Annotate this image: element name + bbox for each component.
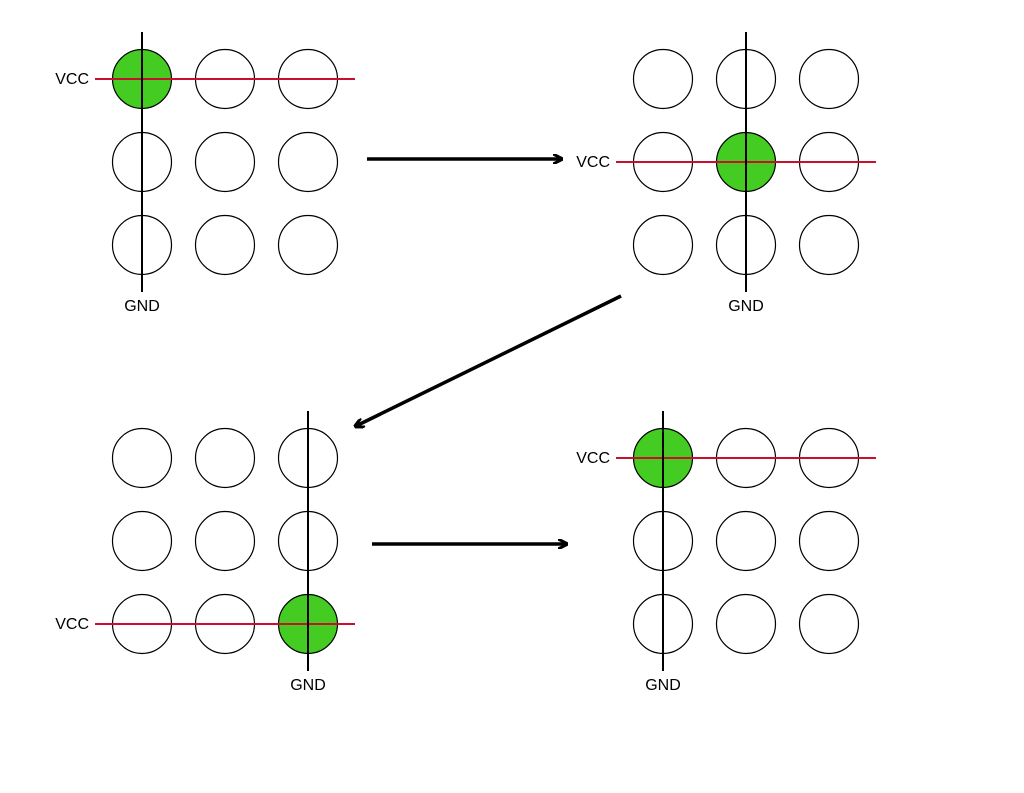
led-off <box>632 48 694 110</box>
led-off <box>798 48 860 110</box>
vcc-label: VCC <box>55 616 89 633</box>
gnd-label: GND <box>728 298 764 315</box>
led-off <box>277 131 339 193</box>
led-off <box>111 510 173 572</box>
vcc-label: VCC <box>576 154 610 171</box>
led-off <box>715 510 777 572</box>
panel-2: VCC GND <box>576 32 876 315</box>
led-off <box>194 510 256 572</box>
gnd-label: GND <box>290 677 326 694</box>
led-off <box>798 510 860 572</box>
led-off <box>798 593 860 655</box>
vcc-label: VCC <box>576 450 610 467</box>
led-off <box>715 593 777 655</box>
gnd-label: GND <box>645 677 681 694</box>
panel-1: VCC GND <box>55 32 355 315</box>
panel-3: VCC GND <box>55 411 355 694</box>
led-off <box>194 131 256 193</box>
gnd-label: GND <box>124 298 160 315</box>
panel-4: VCC GND <box>576 411 876 694</box>
led-off <box>194 214 256 276</box>
led-off <box>277 214 339 276</box>
sequence-arrow-panel-2-to-panel-3 <box>356 294 622 426</box>
panels-layer: VCC GND VCC GND VCC GND VCC GND <box>55 32 876 694</box>
led-off <box>632 214 694 276</box>
led-off <box>194 427 256 489</box>
led-off <box>798 214 860 276</box>
led-off <box>111 427 173 489</box>
vcc-label: VCC <box>55 71 89 88</box>
arrows-layer <box>356 159 622 544</box>
